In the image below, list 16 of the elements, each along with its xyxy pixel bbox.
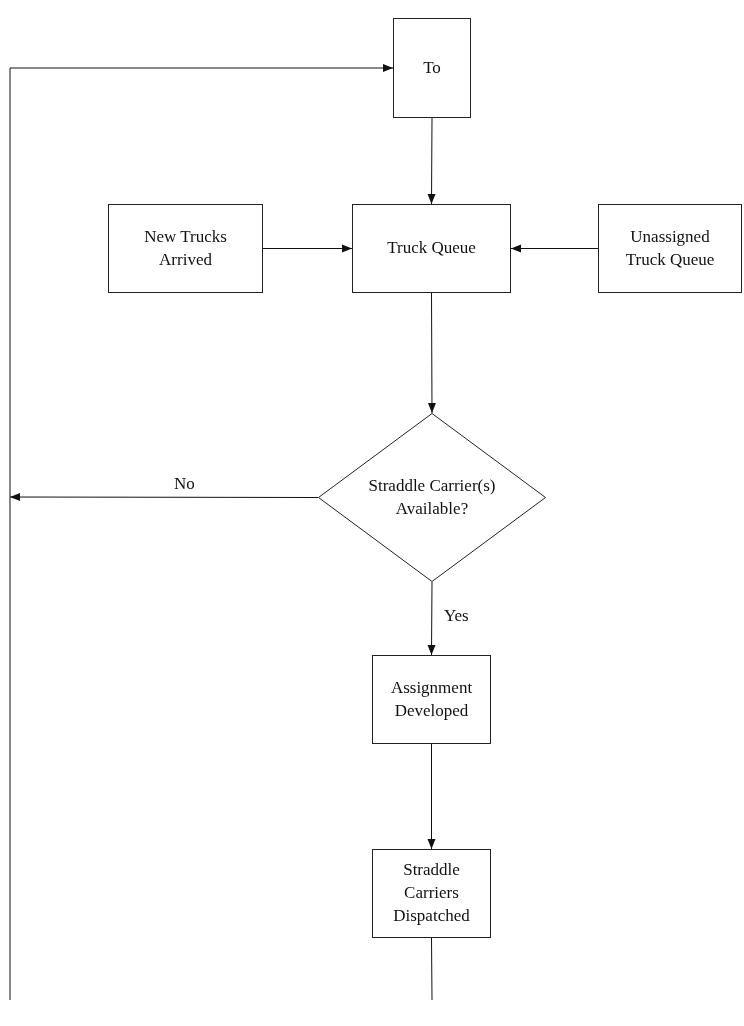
arrow: [427, 581, 436, 656]
process-box: Unassigned Truck Queue: [598, 204, 742, 293]
arrow: [9, 64, 394, 1001]
process-box: Straddle Carriers Dispatched: [372, 849, 491, 938]
process-box: Truck Queue: [352, 204, 511, 293]
arrow: [427, 743, 436, 850]
arrow: [427, 292, 436, 414]
process-box: Assignment Developed: [372, 655, 491, 744]
process-box: To: [393, 18, 471, 118]
arrow: [9, 493, 319, 501]
arrow: [427, 117, 436, 205]
connector-line: [431, 937, 433, 1001]
process-box: New Trucks Arrived: [108, 204, 263, 293]
arrow: [262, 244, 353, 253]
arrow: [510, 244, 599, 253]
decision-text: Straddle Carrier(s) Available?: [367, 474, 497, 520]
